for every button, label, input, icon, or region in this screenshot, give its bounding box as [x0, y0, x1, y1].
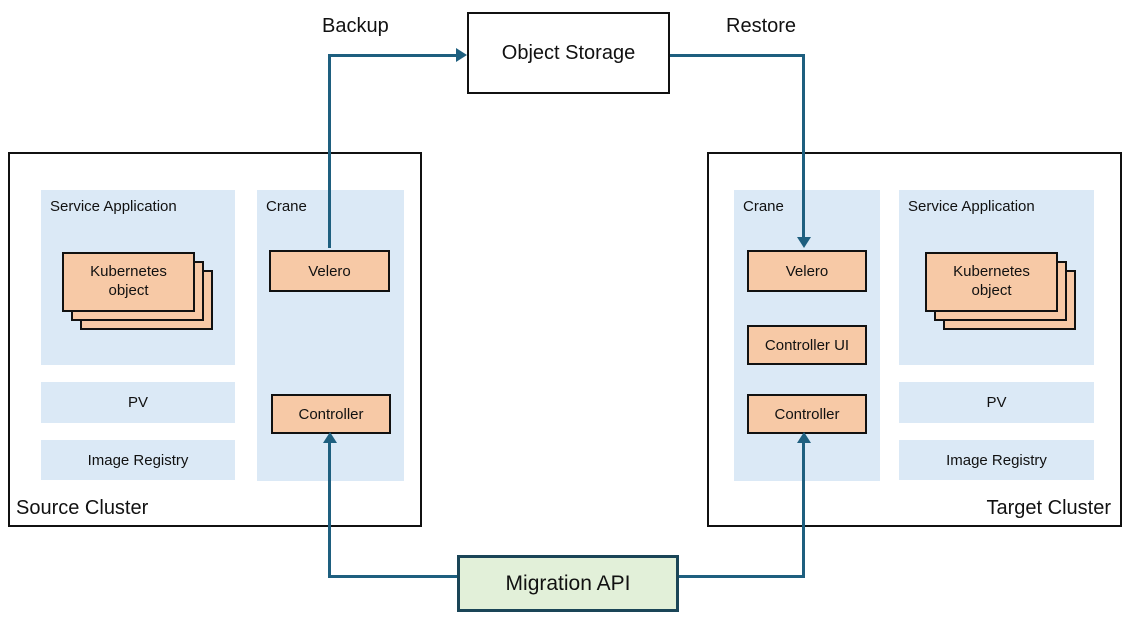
restore-connector-vertical [802, 54, 805, 239]
restore-flow-label: Restore [726, 15, 797, 37]
migration-left-horizontal [328, 575, 457, 578]
migration-api-node: Migration API [457, 555, 679, 612]
source-pv-label: PV [127, 394, 148, 411]
migration-api-label: Migration API [505, 571, 631, 595]
target-image-registry-panel: Image Registry [899, 440, 1094, 480]
source-image-registry-panel: Image Registry [41, 440, 235, 480]
source-velero-node: Velero [269, 250, 390, 292]
target-controller-label: Controller [774, 405, 840, 423]
source-cluster-title: Source Cluster [16, 497, 149, 519]
migration-left-vertical [328, 441, 331, 578]
restore-arrowhead-icon [797, 237, 811, 248]
backup-arrowhead-icon [456, 48, 467, 62]
migration-right-arrowhead-icon [797, 432, 811, 443]
target-controller-ui-node: Controller UI [747, 325, 867, 365]
source-pv-panel: PV [41, 382, 235, 423]
source-service-application-label: Service Application [50, 198, 177, 215]
object-storage-node: Object Storage [467, 12, 670, 94]
target-pv-panel: PV [899, 382, 1094, 423]
source-velero-label: Velero [308, 262, 351, 280]
target-crane-label: Crane [743, 198, 784, 215]
target-service-application-label: Service Application [908, 198, 1035, 215]
migration-right-vertical [802, 441, 805, 578]
source-controller-node: Controller [271, 394, 391, 434]
backup-flow-label: Backup [322, 15, 389, 37]
backup-connector-horizontal [328, 54, 457, 57]
source-controller-label: Controller [298, 405, 364, 423]
target-controller-node: Controller [747, 394, 867, 434]
target-velero-node: Velero [747, 250, 867, 292]
backup-connector-vertical [328, 54, 331, 248]
migration-left-arrowhead-icon [323, 432, 337, 443]
source-image-registry-label: Image Registry [87, 451, 189, 469]
target-kubernetes-object-node: Kubernetes object [925, 252, 1058, 312]
target-velero-label: Velero [785, 262, 829, 280]
target-pv-label: PV [986, 394, 1007, 411]
source-kubernetes-object-node: Kubernetes object [62, 252, 195, 312]
source-crane-label: Crane [266, 198, 307, 215]
object-storage-label: Object Storage [501, 41, 636, 64]
target-controller-ui-label: Controller UI [764, 336, 850, 354]
source-cluster-box: Service Application Kubernetes object PV… [8, 152, 422, 527]
target-cluster-box: Crane Velero Controller UI Controller Se… [707, 152, 1122, 527]
source-kubernetes-object-label: Kubernetes object [90, 263, 167, 299]
target-image-registry-label: Image Registry [946, 451, 1047, 469]
target-kubernetes-object-label: Kubernetes object [953, 263, 1030, 299]
migration-right-horizontal [679, 575, 805, 578]
restore-connector-horizontal [670, 54, 805, 57]
target-cluster-title: Target Cluster [986, 497, 1112, 519]
